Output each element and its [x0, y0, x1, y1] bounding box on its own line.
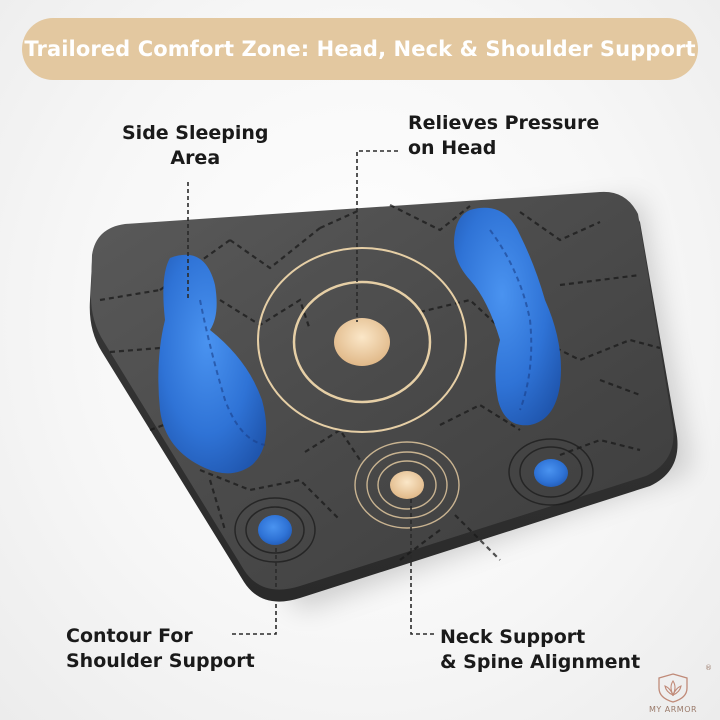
callout-shoulder-line2: Shoulder Support — [66, 650, 255, 672]
header-title: Trailored Comfort Zone: Head, Neck & Sho… — [24, 37, 696, 61]
leader-pressure — [356, 150, 398, 322]
callout-neck: Neck Support & Spine Alignment — [440, 625, 640, 675]
leader-neck — [410, 498, 434, 635]
callout-side-sleeping-line1: Side Sleeping — [122, 122, 269, 144]
callout-leaders — [187, 150, 434, 635]
brand-name: MY ARMOR — [648, 705, 698, 714]
right-shoulder-rings — [508, 438, 594, 506]
shoulder-contour-gel — [258, 515, 292, 545]
callout-neck-line2: & Spine Alignment — [440, 651, 641, 673]
neck-support-rings — [354, 441, 460, 529]
shoulder-contour-rings — [234, 497, 316, 563]
neck-support-point — [390, 471, 424, 499]
callout-pressure-line2: on Head — [408, 137, 497, 159]
callout-side-sleeping-line2: Area — [170, 147, 221, 169]
callout-side-sleeping: Side Sleeping Area — [122, 121, 269, 171]
brand-logo: MY ARMOR ® — [632, 660, 714, 714]
callout-neck-line1: Neck Support — [440, 626, 586, 648]
side-sleeping-gel-left — [158, 254, 267, 474]
leader-shoulder — [232, 545, 277, 635]
callout-pressure-line1: Relieves Pressure — [408, 112, 600, 134]
callout-pressure: Relieves Pressure on Head — [408, 111, 599, 161]
head-pressure-point — [334, 318, 390, 366]
head-pressure-rings — [257, 247, 467, 433]
registered-mark: ® — [705, 664, 712, 672]
side-sleeping-gel-right — [454, 207, 561, 426]
right-shoulder-gel — [534, 459, 568, 487]
header-banner: Trailored Comfort Zone: Head, Neck & Sho… — [22, 18, 698, 80]
callout-shoulder: Contour For Shoulder Support — [66, 624, 255, 674]
lotus-crest-icon — [658, 673, 688, 703]
callout-shoulder-line1: Contour For — [66, 625, 193, 647]
